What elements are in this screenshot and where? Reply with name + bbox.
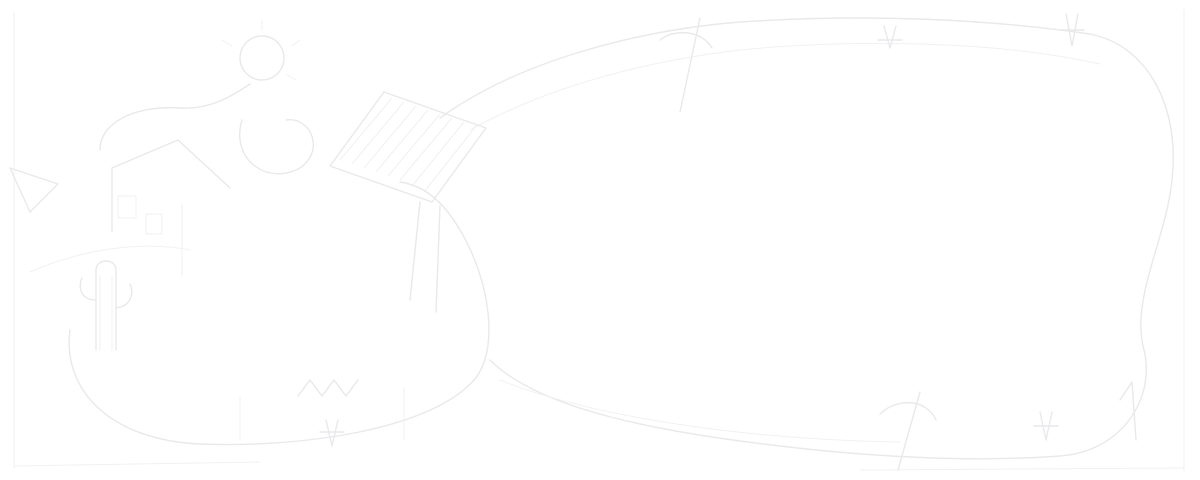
broom-icon [329,91,487,313]
bird-icon [9,167,191,273]
tree-icon [239,379,1137,441]
cactus-icon [79,260,133,351]
house-icon [68,83,490,446]
globe-icon [439,17,1174,460]
tower-icon [319,13,1085,447]
sun-icon [221,19,314,175]
frame-border [13,9,1185,471]
lightning-icon [659,17,937,471]
